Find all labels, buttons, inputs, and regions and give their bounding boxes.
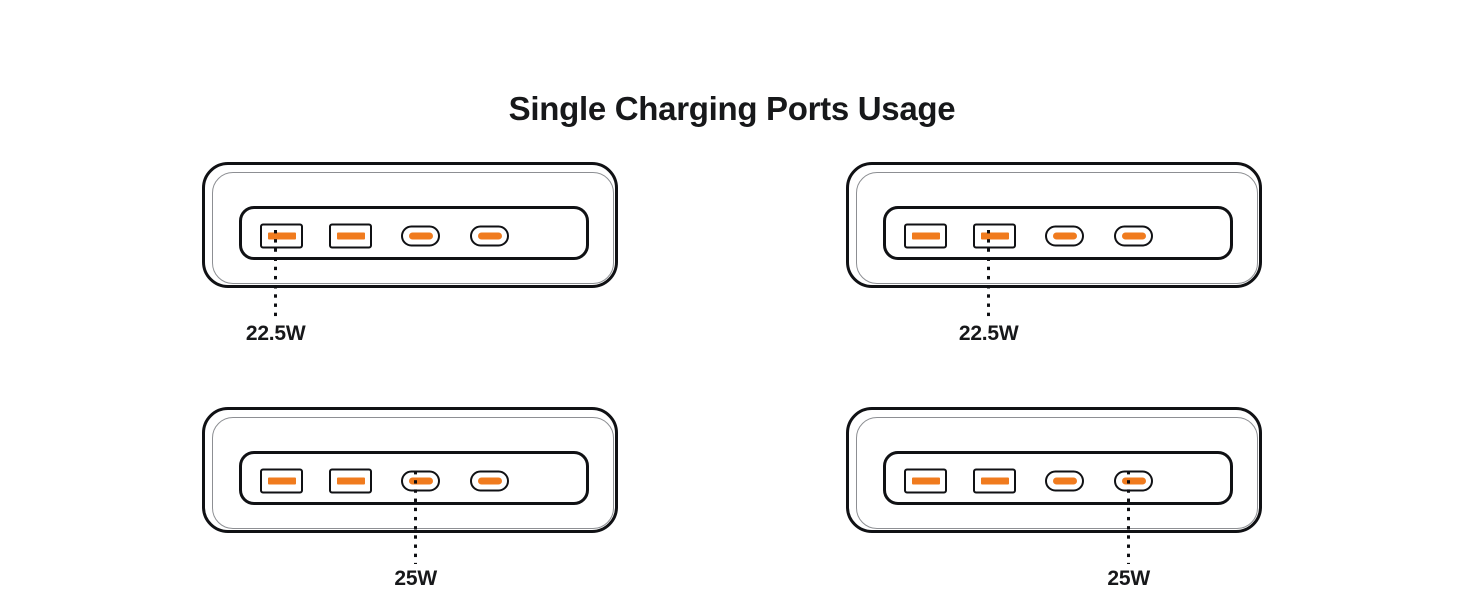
port-contact-blade bbox=[1121, 477, 1146, 485]
callout-leader-line bbox=[987, 230, 991, 319]
usb-c-port-2[interactable] bbox=[1114, 225, 1153, 247]
port-contact-blade bbox=[1052, 477, 1077, 485]
port-contact-blade bbox=[911, 477, 940, 485]
ports-row bbox=[242, 454, 592, 508]
port-contact-blade bbox=[1052, 232, 1077, 240]
page-title: Single Charging Ports Usage bbox=[508, 90, 956, 127]
device-top-left: 22.5W bbox=[202, 162, 622, 345]
device-top-right: 22.5W bbox=[846, 162, 1266, 345]
ports-row bbox=[886, 209, 1236, 263]
usb-c-port-1[interactable] bbox=[401, 470, 440, 492]
port-contact-blade bbox=[408, 477, 433, 485]
device-shell-inner-outline bbox=[212, 172, 614, 284]
usb-a-port-2[interactable] bbox=[329, 468, 372, 494]
usb-a-port-1[interactable] bbox=[260, 468, 303, 494]
device-bottom-right: 25W bbox=[846, 407, 1266, 590]
usb-c-port-1[interactable] bbox=[401, 225, 440, 247]
device-shell-outline bbox=[202, 162, 618, 288]
device-bottom-left: 25W bbox=[202, 407, 622, 590]
device-shell-outline bbox=[846, 162, 1262, 288]
usb-a-port-2[interactable] bbox=[329, 223, 372, 249]
wattage-label: 22.5W bbox=[958, 322, 1019, 345]
usb-c-port-2[interactable] bbox=[1114, 470, 1153, 492]
port-contact-blade bbox=[408, 232, 433, 240]
usb-c-port-1[interactable] bbox=[1045, 470, 1084, 492]
usb-c-port-1[interactable] bbox=[1045, 225, 1084, 247]
ports-row bbox=[886, 454, 1236, 508]
port-contact-blade bbox=[336, 477, 365, 485]
ports-row bbox=[242, 209, 592, 263]
wattage-label: 25W bbox=[394, 567, 437, 590]
callout-leader-line bbox=[274, 230, 278, 319]
usb-c-port-2[interactable] bbox=[470, 225, 509, 247]
device-shell-outline bbox=[846, 407, 1262, 533]
callout-leader-line bbox=[414, 471, 418, 564]
port-contact-blade bbox=[267, 232, 296, 240]
port-panel bbox=[239, 206, 589, 260]
port-contact-blade bbox=[980, 232, 1009, 240]
port-contact-blade bbox=[980, 477, 1009, 485]
device-shell-inner-outline bbox=[856, 172, 1258, 284]
callout-leader-line bbox=[1127, 471, 1131, 564]
usb-c-port-2[interactable] bbox=[470, 470, 509, 492]
device-shell-inner-outline bbox=[212, 417, 614, 529]
port-panel bbox=[883, 206, 1233, 260]
usb-a-port-1[interactable] bbox=[904, 468, 947, 494]
device-shell-outline bbox=[202, 407, 618, 533]
port-contact-blade bbox=[911, 232, 940, 240]
wattage-label: 22.5W bbox=[245, 322, 306, 345]
port-contact-blade bbox=[336, 232, 365, 240]
port-contact-blade bbox=[1121, 232, 1146, 240]
usb-a-port-2[interactable] bbox=[973, 468, 1016, 494]
port-contact-blade bbox=[477, 232, 502, 240]
usb-a-port-1[interactable] bbox=[260, 223, 303, 249]
wattage-label: 25W bbox=[1107, 567, 1150, 590]
port-contact-blade bbox=[477, 477, 502, 485]
port-contact-blade bbox=[267, 477, 296, 485]
usb-a-port-1[interactable] bbox=[904, 223, 947, 249]
usb-a-port-2[interactable] bbox=[973, 223, 1016, 249]
device-shell-inner-outline bbox=[856, 417, 1258, 529]
port-panel bbox=[883, 451, 1233, 505]
